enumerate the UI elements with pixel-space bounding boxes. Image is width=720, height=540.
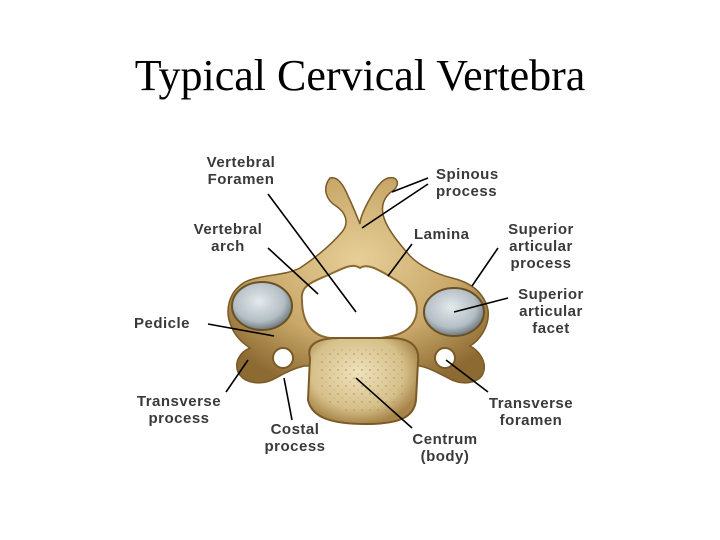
leader-lines: [207, 177, 509, 429]
label-pedicle: Pedicle: [134, 315, 191, 332]
leader-spinous-b: [361, 183, 429, 229]
leader-transverse-foramen: [445, 359, 489, 393]
centrum-texture: [319, 348, 407, 412]
label-costal-process: Costal process: [264, 421, 326, 455]
label-lamina: Lamina: [414, 226, 470, 243]
leader-costal-process: [283, 377, 293, 421]
label-superior-articular-process: Superior articular process: [508, 221, 574, 272]
leader-superior-articular-process: [471, 247, 499, 287]
label-vertebral-arch: Vertebral arch: [193, 221, 263, 255]
label-centrum: Centrum (body): [412, 431, 478, 465]
leader-vertebral-arch: [267, 247, 319, 295]
leader-superior-articular-facet: [453, 297, 509, 313]
left-transverse-foramen: [272, 347, 294, 369]
label-vertebral-foramen: Vertebral Foramen: [206, 154, 276, 188]
page-title: Typical Cervical Vertebra: [134, 51, 586, 100]
left-articular-facet: [231, 281, 293, 331]
label-transverse-process: Transverse process: [136, 393, 222, 427]
leader-lamina: [387, 243, 413, 277]
label-spinous-process: Spinous process: [436, 166, 499, 200]
leader-transverse-process: [225, 359, 249, 393]
label-transverse-foramen: Transverse foramen: [488, 395, 574, 429]
leader-spinous-a: [391, 177, 429, 193]
leader-vertebral-foramen: [267, 193, 357, 313]
label-superior-articular-facet: Superior articular facet: [518, 286, 584, 337]
leader-centrum: [355, 377, 413, 429]
leader-pedicle: [207, 323, 275, 337]
